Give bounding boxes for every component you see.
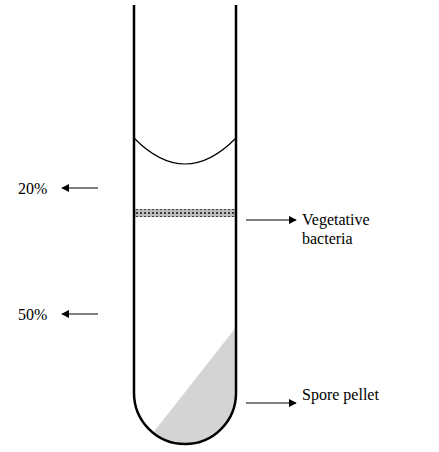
leader-arrow: [246, 402, 296, 403]
leader-arrow: [62, 187, 98, 188]
leader-arrow: [246, 219, 296, 220]
percentage-label: 20%: [18, 179, 47, 198]
test-tube: [134, 5, 236, 444]
meniscus: [134, 138, 236, 164]
leader-arrow: [62, 313, 98, 314]
band-label: Vegetative bacteria: [302, 210, 397, 248]
bacteria-band: [134, 209, 236, 217]
pellet-label: Spore pellet: [302, 385, 397, 404]
percentage-label: 50%: [18, 305, 47, 324]
